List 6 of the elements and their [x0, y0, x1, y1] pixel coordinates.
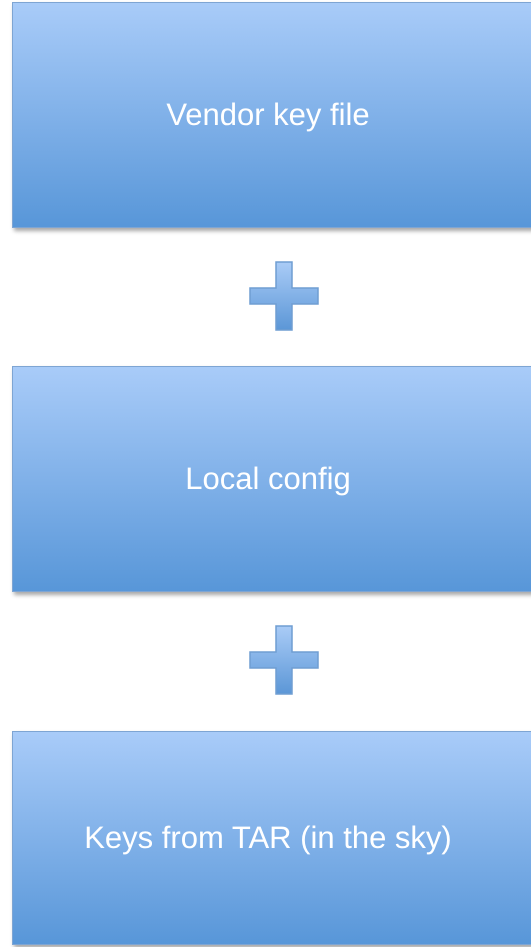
process-box — [12, 366, 531, 592]
box-label: Vendor key file — [165, 96, 371, 134]
box-label: Local config — [184, 460, 352, 498]
process-box — [12, 2, 531, 228]
process-box — [12, 731, 531, 945]
box-label: Keys from TAR (in the sky) — [83, 819, 453, 857]
